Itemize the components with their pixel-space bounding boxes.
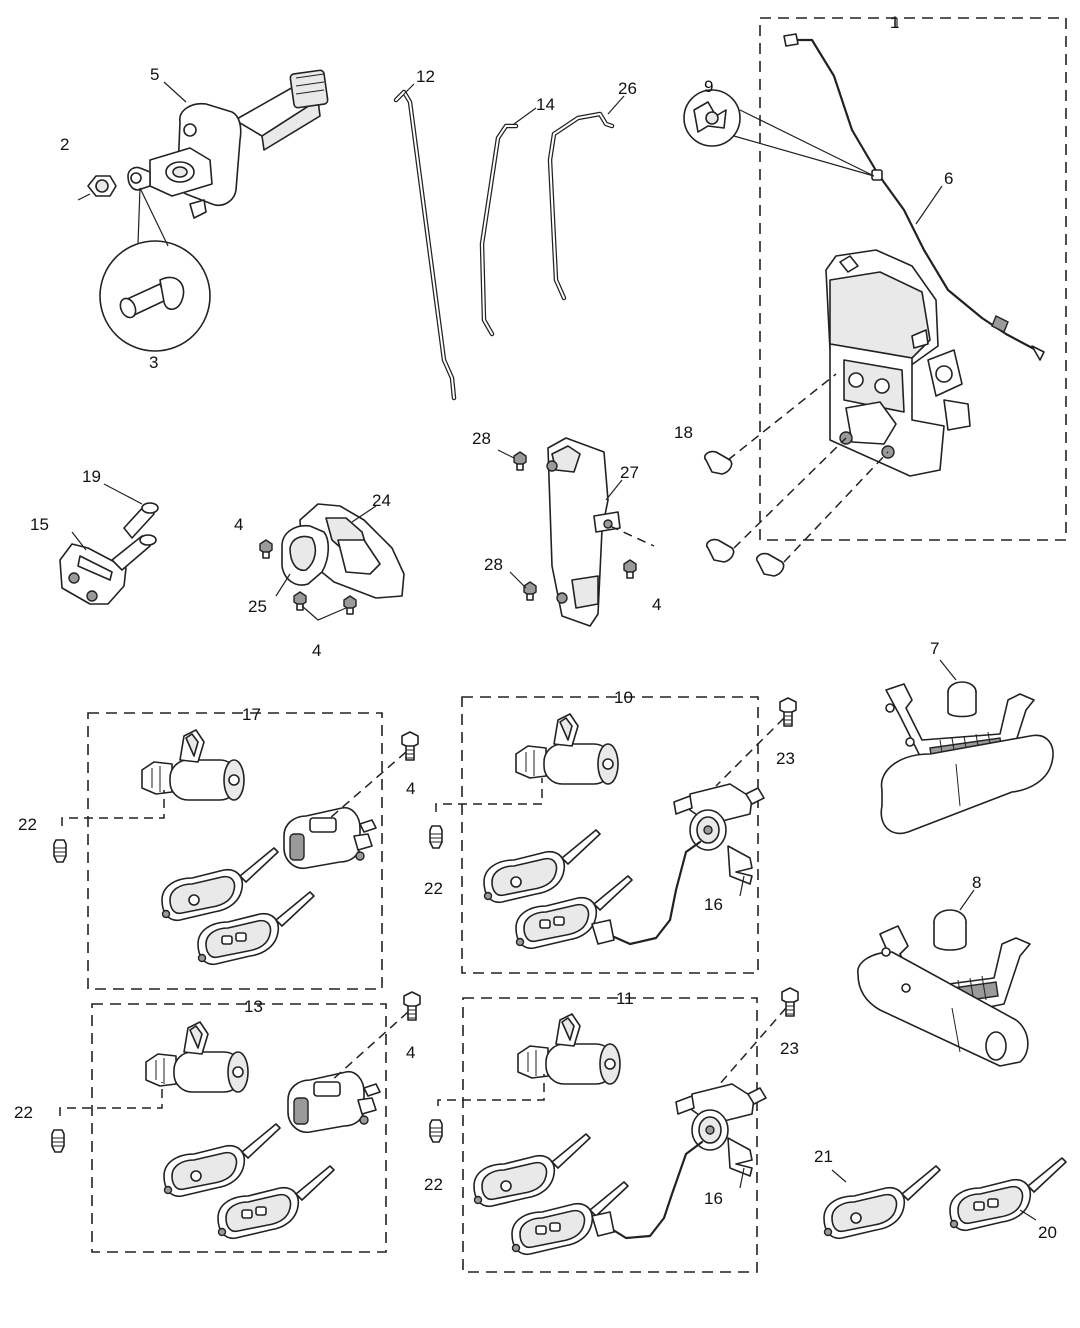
- callout-4e: 4: [406, 1043, 415, 1062]
- callout-21: 21: [814, 1147, 833, 1166]
- callout-19: 19: [82, 467, 101, 486]
- assembly-box-10: [461, 696, 759, 974]
- grommet: [77, 175, 117, 201]
- callout-2: 2: [60, 135, 69, 154]
- callout-8: 8: [972, 873, 981, 892]
- callout-4b: 4: [234, 515, 243, 534]
- callout-15: 15: [30, 515, 49, 534]
- callout-5: 5: [150, 65, 159, 84]
- callout-14: 14: [536, 95, 555, 114]
- bracket-24: [299, 503, 405, 599]
- rod-14: [479, 123, 519, 337]
- callout-3: 3: [149, 353, 158, 372]
- callout-23b: 23: [780, 1039, 799, 1058]
- window-bracket-27: [513, 437, 655, 627]
- door-handle-8: [857, 909, 1031, 1067]
- callout-20: 20: [1038, 1223, 1057, 1242]
- callout-13: 13: [244, 997, 263, 1016]
- rod-12: [393, 89, 457, 401]
- callout-22a: 22: [18, 815, 37, 834]
- callout-16a: 16: [704, 895, 723, 914]
- callout-4c: 4: [312, 641, 321, 660]
- lock-set-13: [51, 991, 421, 1240]
- callout-22d: 22: [424, 1175, 443, 1194]
- rod-26: [547, 111, 615, 301]
- callout-28b: 28: [484, 555, 503, 574]
- remote-key-20: [949, 1157, 1067, 1232]
- callout-4d: 4: [406, 779, 415, 798]
- door-handle-7: [880, 681, 1054, 835]
- assembly-box-11: [462, 997, 758, 1273]
- assembly-box-1: [759, 17, 1067, 541]
- callout-18: 18: [674, 423, 693, 442]
- hinge-plate: [59, 483, 159, 605]
- callout-24: 24: [372, 491, 391, 510]
- callout-7: 7: [930, 639, 939, 658]
- callout-10: 10: [614, 688, 633, 707]
- lock-set-17: [53, 729, 419, 966]
- door-check-strap: [127, 69, 329, 219]
- callout-4a: 4: [652, 595, 661, 614]
- lock-set-10: [429, 697, 797, 950]
- callout-6: 6: [944, 169, 953, 188]
- callout-23a: 23: [776, 749, 795, 768]
- remote-key-21: [823, 1165, 941, 1240]
- callout-9: 9: [704, 77, 713, 96]
- cover-25: [281, 524, 330, 586]
- assembly-box-17: [87, 712, 383, 990]
- callouts: 1 5 2 3 12 14 26 9 6 18 28 27 28 4 19 15…: [14, 13, 1057, 1242]
- release-cable: [783, 33, 1045, 361]
- callout-25: 25: [248, 597, 267, 616]
- callout-28a: 28: [472, 429, 491, 448]
- callout-22c: 22: [14, 1103, 33, 1122]
- latch-screws: [703, 373, 889, 577]
- callout-1: 1: [890, 13, 899, 32]
- callout-27: 27: [620, 463, 639, 482]
- callout-26: 26: [618, 79, 637, 98]
- callout-12: 12: [416, 67, 435, 86]
- cable-clip: [683, 89, 875, 177]
- assembly-box-13: [91, 1003, 387, 1253]
- callout-11: 11: [616, 989, 634, 1008]
- bolt-detail: [99, 187, 211, 352]
- leader-lines: [71, 18, 1037, 1221]
- callout-22b: 22: [424, 879, 443, 898]
- callout-16b: 16: [704, 1189, 723, 1208]
- callout-17: 17: [242, 705, 261, 724]
- lock-set-11: [429, 987, 799, 1256]
- bolts-4-bracket: [259, 539, 357, 621]
- latch-assembly: [825, 249, 971, 477]
